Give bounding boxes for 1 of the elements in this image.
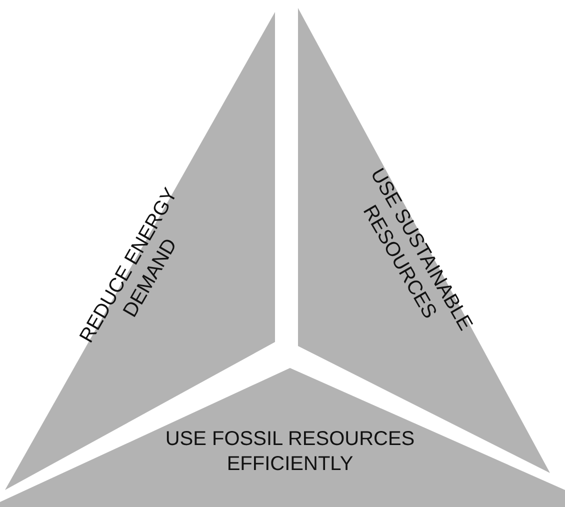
segment-label: USE FOSSIL RESOURCES EFFICIENTLY <box>164 427 416 477</box>
